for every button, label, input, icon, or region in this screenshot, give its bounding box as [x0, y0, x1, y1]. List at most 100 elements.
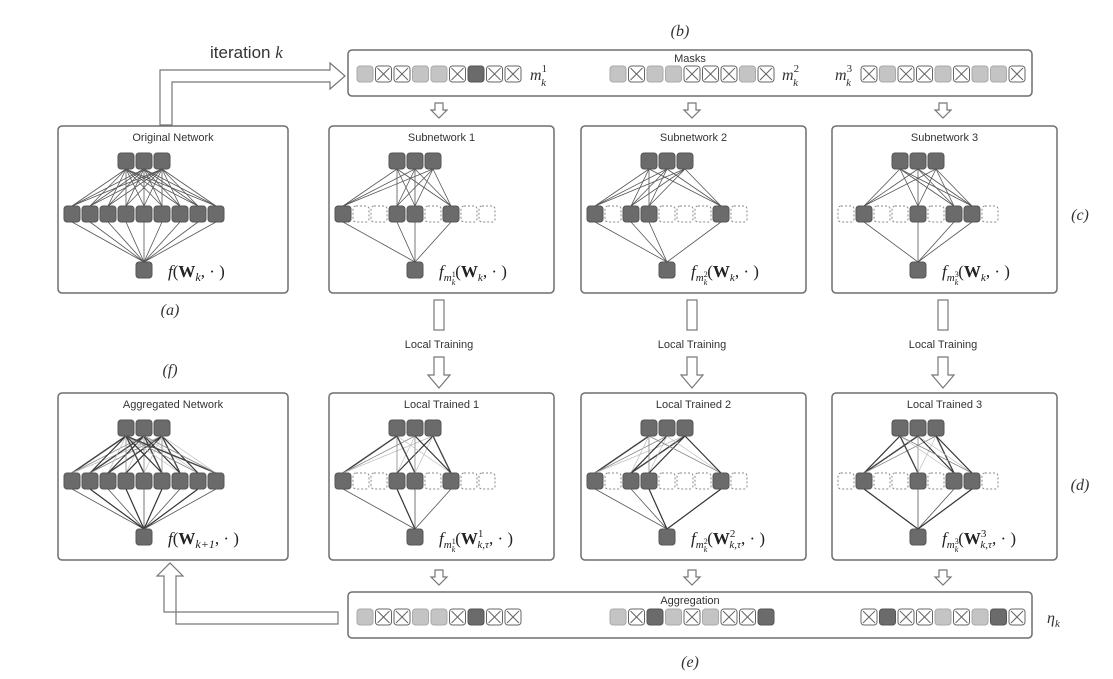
- masked-cell: [897, 608, 915, 626]
- dark-cell: [646, 608, 664, 626]
- aggregation-title: Aggregation: [660, 595, 719, 607]
- hidden-node: [388, 472, 406, 490]
- hidden-node: [81, 205, 99, 223]
- label-d: (d): [1071, 477, 1090, 494]
- light-cell: [412, 65, 429, 83]
- local-training-label-3: Local Training: [909, 339, 978, 351]
- hidden-node: [117, 205, 135, 223]
- subnetwork-3-title: Subnetwork 3: [911, 132, 978, 144]
- hidden-node: [945, 205, 963, 223]
- hidden-node: [622, 472, 640, 490]
- hidden-node: [855, 472, 873, 490]
- output-node: [891, 152, 909, 170]
- masked-cell: [504, 65, 522, 83]
- subnetwork-2-frame: [580, 125, 807, 294]
- hidden-node: [63, 205, 81, 223]
- input-node: [135, 261, 153, 279]
- hidden-node: [63, 472, 81, 490]
- masked-cell: [953, 65, 970, 83]
- output-node: [658, 152, 676, 170]
- trained-to-aggregation-arrow-3: [933, 569, 953, 586]
- hidden-node: [153, 472, 171, 490]
- label-c: (c): [1071, 207, 1089, 224]
- masked-cell: [393, 608, 411, 626]
- output-node: [640, 419, 658, 437]
- masked-cell: [449, 608, 466, 626]
- light-cell: [971, 608, 989, 626]
- masked-cell: [720, 65, 738, 83]
- masked-cell: [916, 65, 933, 83]
- input-node: [658, 261, 676, 279]
- masked-cell: [1008, 608, 1026, 626]
- subnetwork-3-edges: [863, 168, 973, 263]
- iteration-label: iteration k: [210, 43, 283, 62]
- hidden-node: [855, 205, 873, 223]
- output-node: [117, 152, 135, 170]
- inactive-hidden-node: [694, 205, 712, 223]
- masked-cell: [757, 65, 775, 83]
- aggregation-strip-3: [860, 608, 1026, 626]
- output-node: [676, 419, 694, 437]
- output-node: [117, 419, 135, 437]
- input-node: [135, 528, 153, 546]
- local-training-shaft-2: [686, 299, 698, 331]
- hidden-node: [135, 205, 153, 223]
- light-cell: [609, 608, 627, 626]
- output-node: [658, 419, 676, 437]
- inactive-hidden-node: [676, 472, 694, 490]
- light-cell: [665, 608, 682, 626]
- hidden-node: [153, 205, 171, 223]
- hidden-node: [189, 472, 207, 490]
- mask-to-subnetwork-arrow-2: [682, 102, 702, 119]
- light-cell: [609, 65, 627, 83]
- local-training-label-2: Local Training: [658, 339, 727, 351]
- hidden-node: [189, 205, 207, 223]
- local-trained-3-title: Local Trained 3: [907, 399, 982, 411]
- local-training-arrow-2: [679, 356, 705, 389]
- local-trained-1-edges: [342, 435, 452, 530]
- hidden-node: [99, 205, 117, 223]
- output-node: [909, 419, 927, 437]
- masked-cell: [683, 65, 701, 83]
- inactive-hidden-node: [981, 472, 999, 490]
- inactive-hidden-node: [352, 472, 370, 490]
- hidden-node: [945, 472, 963, 490]
- masked-cell: [628, 65, 645, 83]
- inactive-hidden-node: [981, 205, 999, 223]
- output-node: [153, 419, 171, 437]
- local-training-arrow-1: [426, 356, 452, 389]
- light-cell: [356, 65, 374, 83]
- masked-cell: [916, 608, 933, 626]
- inactive-hidden-node: [658, 205, 676, 223]
- iteration-arrow: [159, 61, 346, 126]
- light-cell: [934, 608, 952, 626]
- inactive-hidden-node: [478, 205, 496, 223]
- input-node: [909, 261, 927, 279]
- light-cell: [739, 65, 756, 83]
- light-cell: [879, 65, 896, 83]
- hidden-node: [207, 205, 225, 223]
- input-node: [909, 528, 927, 546]
- dark-cell: [757, 608, 775, 626]
- light-cell: [665, 65, 682, 83]
- subnetwork-2-title: Subnetwork 2: [660, 132, 727, 144]
- local-trained-3-edges: [863, 435, 973, 530]
- hidden-node: [388, 205, 406, 223]
- aggregated-network-edges: [71, 435, 217, 530]
- hidden-node: [586, 472, 604, 490]
- hidden-node: [171, 205, 189, 223]
- masked-cell: [702, 65, 719, 83]
- hidden-node: [640, 205, 658, 223]
- inactive-hidden-node: [891, 205, 909, 223]
- output-node: [135, 152, 153, 170]
- local-training-arrow-3: [930, 356, 956, 389]
- masked-cell: [897, 65, 915, 83]
- label-a: (a): [161, 302, 180, 319]
